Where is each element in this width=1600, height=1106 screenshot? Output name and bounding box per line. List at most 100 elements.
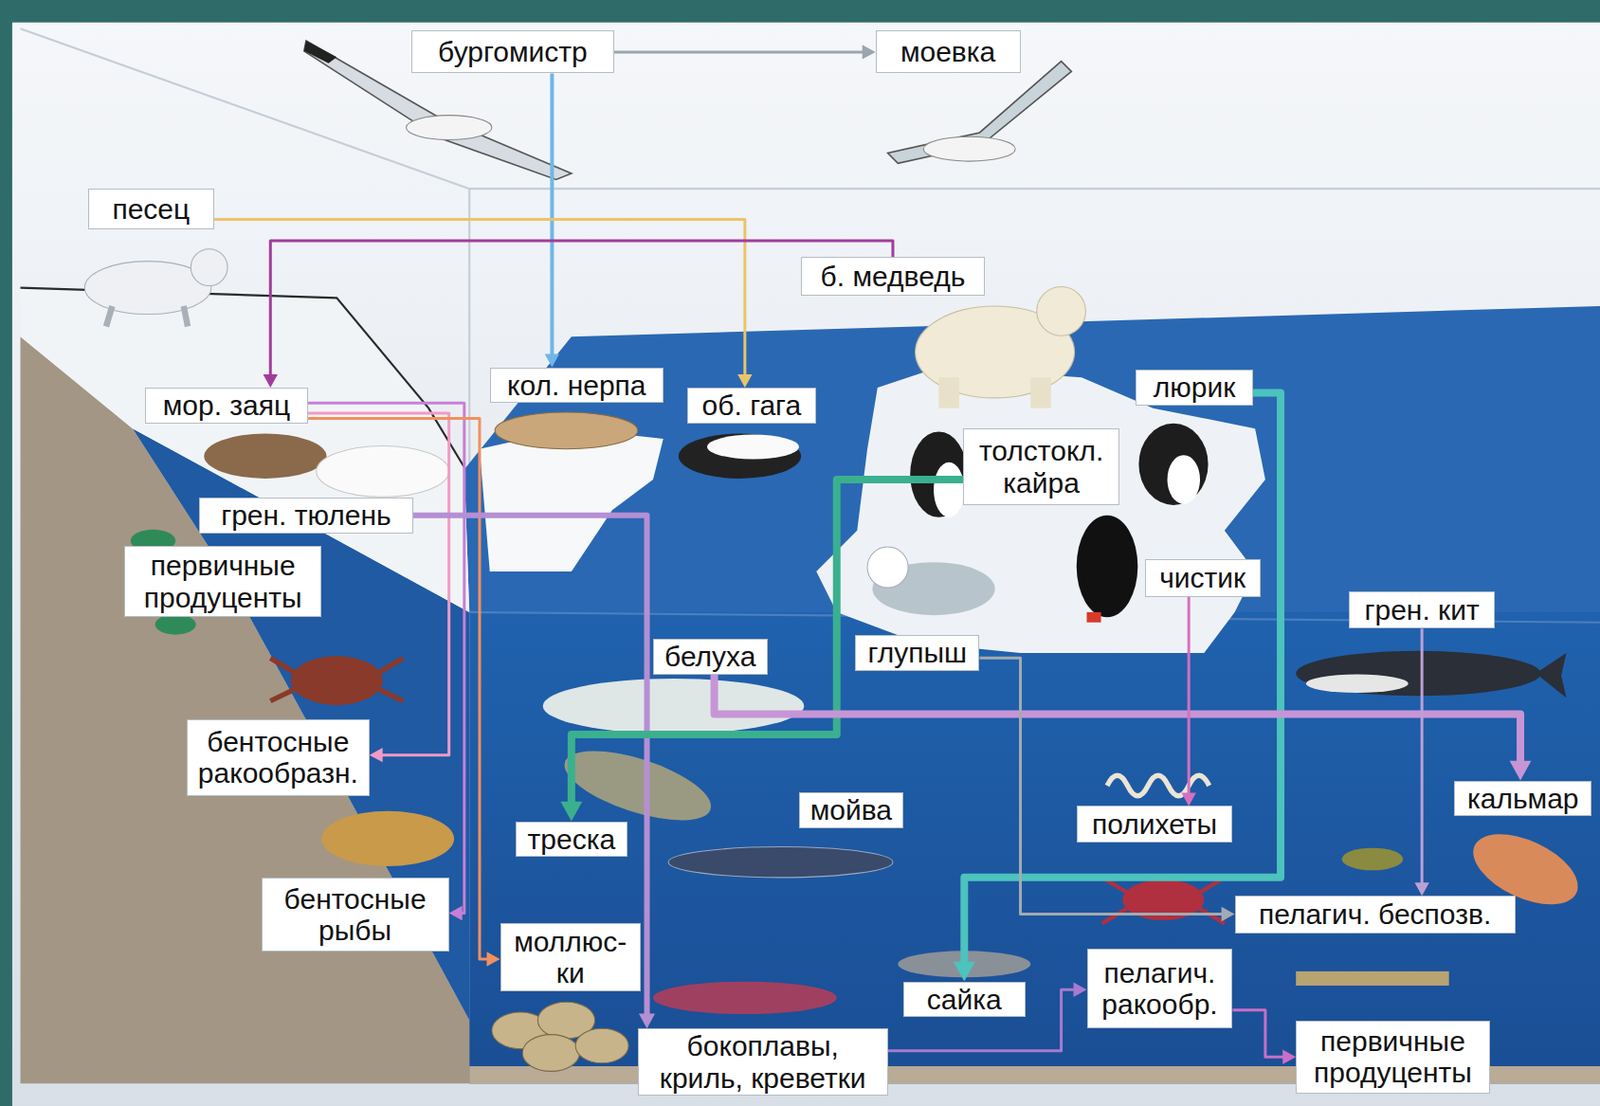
food-link-line	[979, 657, 1224, 914]
label-text: бентосные рыбы	[268, 883, 443, 947]
common-eider	[707, 435, 800, 460]
glaucous-gull	[304, 40, 337, 64]
glaucous-gull	[405, 115, 491, 141]
species-label: глупыш	[854, 635, 980, 673]
benthic-crab	[290, 655, 383, 706]
food-link-line	[1420, 628, 1424, 886]
label-text: б. медведь	[807, 260, 979, 293]
bowhead-whale	[1535, 653, 1566, 698]
pelagic-invertebrate	[1342, 848, 1404, 872]
label-text: об. гага	[693, 389, 811, 422]
benthic-crab	[270, 655, 403, 706]
species-label: песец	[88, 188, 215, 230]
arrow-head	[449, 906, 463, 921]
label-text: моллюс- ки	[507, 926, 636, 990]
arrow-head	[1221, 907, 1236, 922]
label-text: бургомистр	[418, 36, 608, 69]
arctic-fox	[183, 306, 188, 328]
arrow-head	[1181, 792, 1196, 806]
polar-bear	[1030, 377, 1052, 408]
species-label: бентосные рыбы	[261, 877, 450, 953]
species-label: кальмар	[1454, 781, 1592, 818]
food-link-arrow	[953, 392, 1281, 982]
food-link-line	[308, 402, 465, 913]
species-label: люрик	[1135, 369, 1254, 407]
species-label: пелагич. беспозв.	[1235, 895, 1516, 934]
thick-billed-murre	[933, 462, 964, 518]
food-link-line	[714, 674, 1521, 765]
species-label: грен. тюлень	[199, 497, 414, 534]
food-link-arrow	[979, 657, 1235, 922]
label-text: первичные продуценты	[1302, 1025, 1484, 1090]
species-label: об. гага	[687, 387, 818, 424]
thick-billed-murre	[909, 431, 967, 517]
food-link-arrow	[888, 982, 1088, 1052]
label-text: моевка	[882, 36, 1015, 69]
species-label: мойва	[799, 792, 904, 829]
species-label: треска	[515, 821, 628, 858]
food-link-line	[614, 50, 865, 54]
label-text: грен. тюлень	[205, 499, 407, 532]
kittiwake	[888, 61, 1073, 164]
food-link-arrow	[413, 515, 655, 1029]
pelagic-crustacean	[1102, 877, 1225, 924]
label-text: кол. нерпа	[496, 369, 657, 402]
species-label: сайка	[903, 981, 1026, 1019]
species-label: моллюс- ки	[500, 923, 642, 992]
label-text: люрик	[1142, 371, 1247, 404]
food-link-arrow	[614, 44, 876, 59]
arrow-head	[560, 801, 582, 822]
food-link-line	[549, 72, 554, 357]
little-auk	[1138, 423, 1208, 506]
arctic-fox	[84, 249, 228, 328]
label-text: сайка	[909, 983, 1019, 1017]
water-front	[469, 612, 1600, 1084]
species-label: бокоплавы, криль, креветки	[637, 1028, 889, 1096]
little-auk	[1167, 454, 1200, 505]
label-text: бентосные ракообразн.	[193, 726, 364, 790]
food-link-arrow	[308, 413, 450, 763]
label-text: пелагич. беспозв.	[1241, 898, 1510, 931]
label-text: чистик	[1151, 562, 1255, 595]
bearded-seal	[203, 434, 327, 479]
food-link-arrow	[1232, 1010, 1296, 1065]
phytoplankton-strip	[1295, 971, 1449, 986]
species-label: бентосные ракообразн.	[186, 719, 370, 797]
arrow-head	[1282, 1050, 1296, 1065]
polar-bear	[938, 377, 960, 408]
species-label: белуха	[653, 638, 768, 675]
label-text: треска	[522, 823, 621, 856]
common-eider	[678, 434, 801, 479]
bowhead-whale	[1295, 651, 1566, 699]
label-text: песец	[94, 193, 208, 226]
beluga	[543, 678, 805, 734]
food-link-arrow	[263, 240, 893, 388]
black-guillemot	[1076, 515, 1139, 623]
label-text: кальмар	[1460, 782, 1585, 816]
label-text: глупыш	[861, 636, 973, 670]
arrow-head	[953, 962, 976, 982]
food-link-arrow	[1414, 628, 1429, 896]
label-text: полихеты	[1083, 808, 1227, 841]
molluscs	[491, 1001, 629, 1072]
food-link-arrow	[714, 674, 1532, 782]
species-label: первичные продуценты	[124, 545, 322, 618]
black-guillemot	[1076, 515, 1139, 619]
label-text: грен. кит	[1355, 594, 1489, 627]
molluscs	[522, 1035, 580, 1073]
species-label: толстокл. кайра	[963, 428, 1120, 506]
polar-bear	[915, 287, 1087, 409]
species-label: б. медведь	[800, 256, 985, 296]
food-link-arrow	[308, 402, 465, 921]
label-text: бокоплавы, криль, креветки	[644, 1030, 882, 1094]
fulmar	[867, 546, 996, 616]
cod	[556, 736, 719, 835]
label-text: толстокл. кайра	[969, 435, 1113, 499]
arrow-head	[638, 1014, 655, 1030]
flatfish	[321, 811, 455, 867]
label-text: первичные продуценты	[130, 549, 315, 614]
sky-box-edges	[20, 28, 1600, 189]
black-guillemot	[1087, 612, 1102, 623]
thick-billed-murre	[909, 431, 967, 517]
common-eider	[678, 434, 801, 479]
